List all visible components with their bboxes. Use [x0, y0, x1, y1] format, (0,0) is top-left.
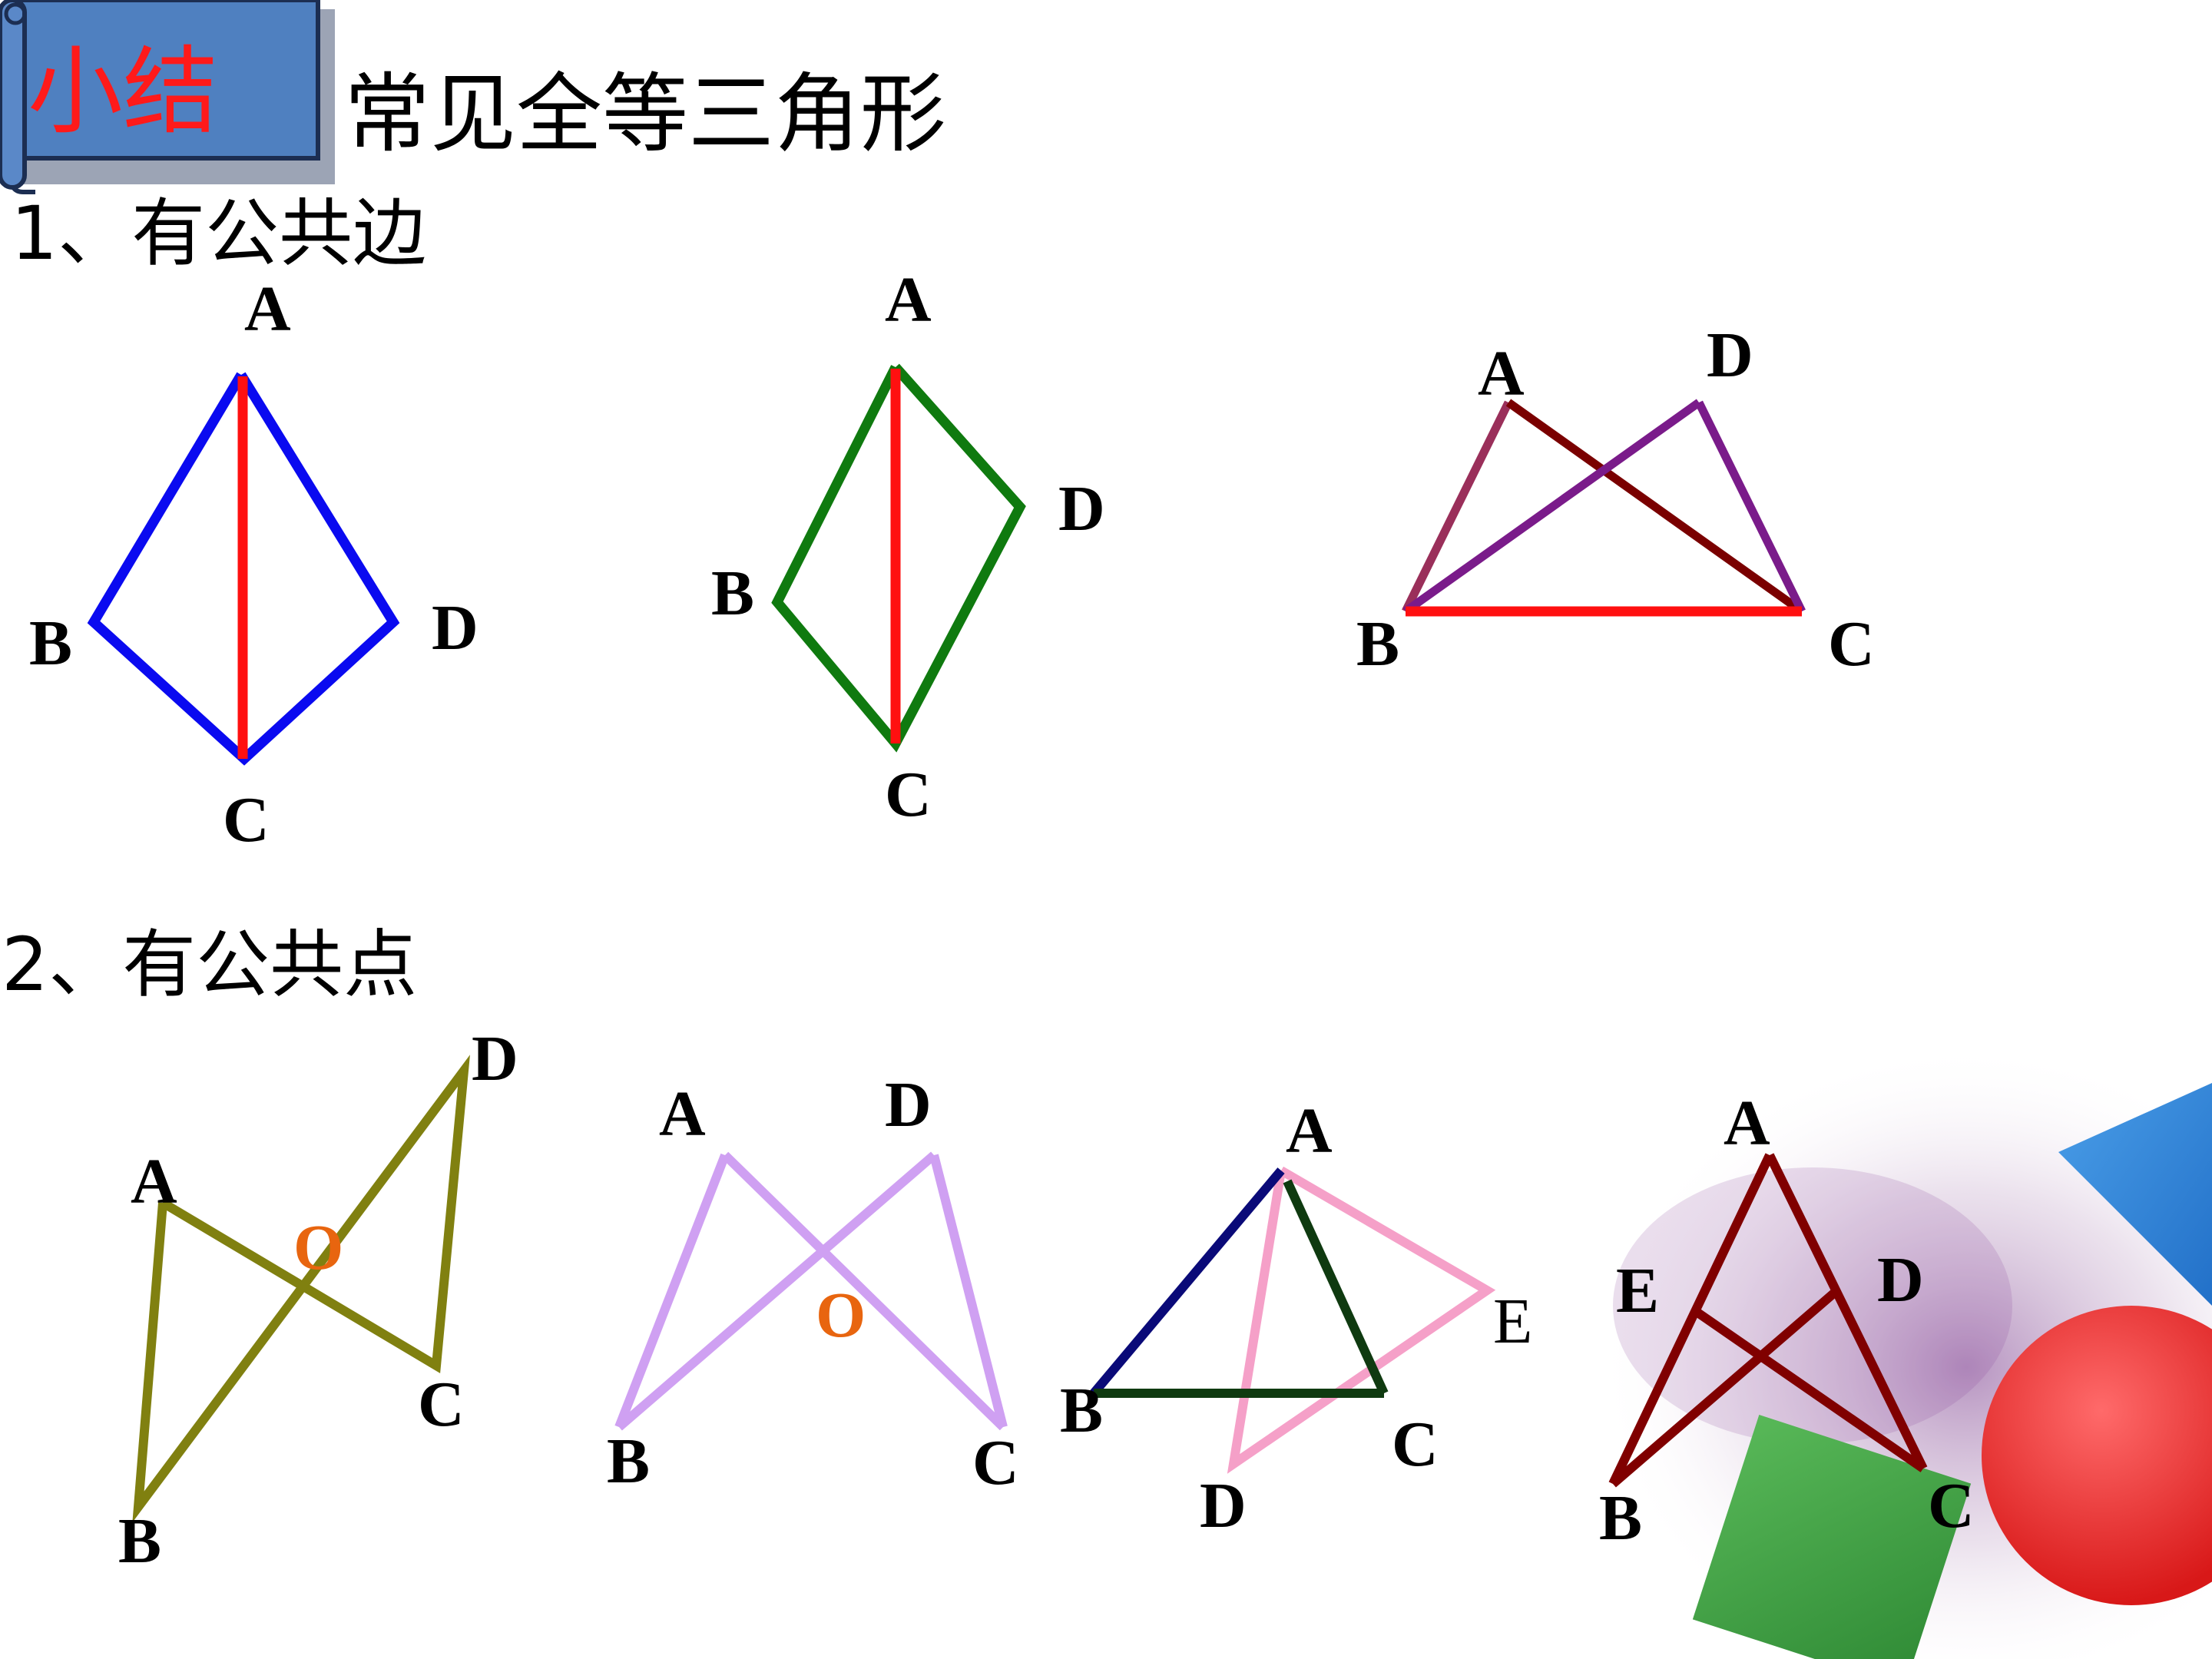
fig2-label-b: B [711, 558, 754, 629]
fig3-label-b: B [1356, 608, 1399, 680]
fig3-label-a: A [1478, 338, 1525, 409]
fig7-label-b: B [1599, 1482, 1642, 1554]
fig1-label-b: B [29, 608, 72, 679]
decor-green-square [1692, 1415, 1972, 1659]
fig3-label-c: C [1828, 608, 1875, 680]
fig4-label-o: O [293, 1212, 343, 1283]
fig4-label-b: B [118, 1505, 161, 1577]
fig5-side-dc [929, 1154, 1008, 1429]
fig7-label-d: D [1877, 1244, 1924, 1316]
fig4-label-c: C [418, 1369, 465, 1440]
section-1-heading: 1、有公共边 [11, 190, 427, 276]
summary-badge-label: 小结 [28, 37, 219, 147]
scroll-badge [0, 0, 335, 194]
page-title: 常见全等三角形 [344, 65, 946, 164]
decor-red-ball [1982, 1306, 2212, 1605]
fig6-triangle-ade [1227, 1166, 1496, 1474]
fig1-label-a: A [244, 273, 291, 345]
fig1-label-d: D [432, 592, 478, 664]
fig6-label-d: D [1200, 1470, 1247, 1541]
fig7-side-ac [1765, 1153, 1928, 1471]
figure-1-kite: A B C D [29, 273, 478, 856]
fig6-side-ac [1283, 1179, 1389, 1396]
fig6-label-c: C [1392, 1409, 1439, 1480]
figure-6-rotation: A E B C D [1060, 1095, 1532, 1541]
fig3-side-bd [1402, 399, 1702, 615]
fig3-side-ac [1505, 399, 1805, 615]
fig7-label-a: A [1724, 1088, 1770, 1159]
fig7-side-ab [1608, 1153, 1774, 1486]
figure-5-bowtie: A D O B C [607, 1069, 1019, 1498]
fig7-line-db [1610, 1286, 1840, 1488]
fig1-label-c: C [223, 784, 270, 856]
fig4-label-a: A [131, 1146, 177, 1217]
fig5-side-ac [721, 1151, 1007, 1431]
fig3-side-ab [1402, 400, 1512, 614]
figure-7-triangle: A E D B C [1599, 1088, 1975, 1554]
figure-3-crossed: A D B C [1356, 320, 1875, 680]
fig5-label-d: D [885, 1069, 932, 1141]
fig6-label-e: E [1493, 1286, 1532, 1357]
fig7-label-e: E [1616, 1255, 1659, 1326]
fig3-label-d: D [1707, 320, 1753, 391]
figure-2-quadrilateral: A B C D [711, 264, 1105, 830]
fig5-side-db [616, 1151, 937, 1431]
fig6-label-b: B [1060, 1375, 1103, 1446]
fig7-line-ec [1691, 1306, 1926, 1472]
decor-shapes [1598, 1045, 2212, 1659]
fig5-label-a: A [659, 1078, 706, 1150]
fig7-label-c: C [1928, 1470, 1975, 1541]
fig3-side-dc [1695, 400, 1806, 614]
section-2-heading: 2、有公共点 [2, 922, 418, 1008]
fig2-label-a: A [885, 264, 932, 336]
fig2-label-c: C [885, 759, 932, 830]
fig5-label-o: O [816, 1280, 866, 1351]
fig5-label-c: C [972, 1427, 1019, 1498]
fig4-lines [132, 1055, 470, 1523]
fig2-label-d: D [1058, 473, 1105, 545]
figure-4-bowtie: D A O C B [118, 1023, 518, 1577]
fig5-label-b: B [607, 1426, 650, 1497]
fig6-label-a: A [1286, 1095, 1333, 1167]
fig6-side-ab [1090, 1167, 1285, 1396]
fig4-label-d: D [472, 1023, 518, 1094]
fig5-side-ab [614, 1153, 730, 1429]
decor-blue-triangle [2058, 1083, 2212, 1306]
